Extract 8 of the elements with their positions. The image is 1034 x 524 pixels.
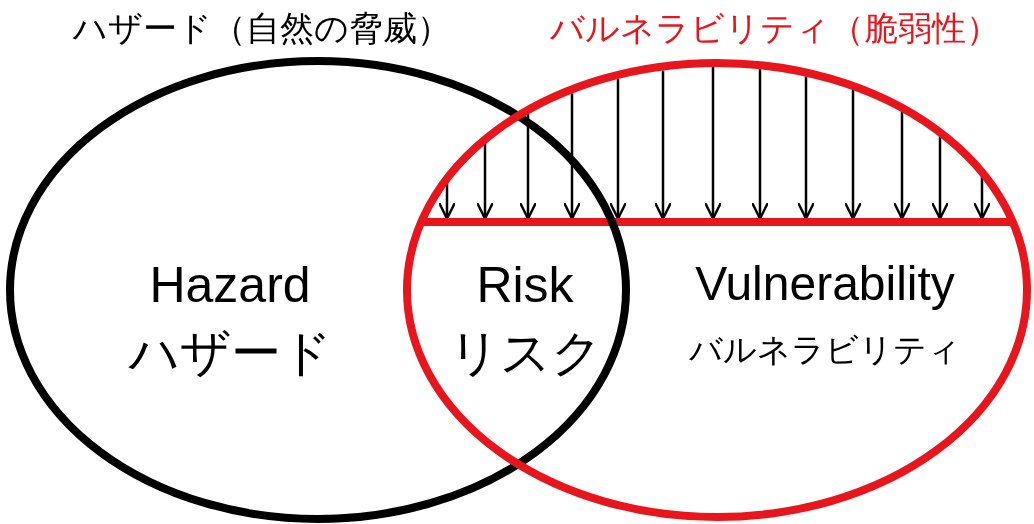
term-reading: バルネラビリティ xyxy=(689,332,961,369)
overlap-reading: リスク xyxy=(448,326,602,381)
overlap-label: Risk xyxy=(476,258,574,313)
term-label: Hazard xyxy=(149,258,311,313)
term-reading: ハザード xyxy=(128,326,332,381)
term-label: Vulnerability xyxy=(695,258,955,311)
heading: バルネラビリティ（脆弱性） xyxy=(550,10,1000,48)
heading: ハザード（自然の脅威） xyxy=(73,10,451,48)
